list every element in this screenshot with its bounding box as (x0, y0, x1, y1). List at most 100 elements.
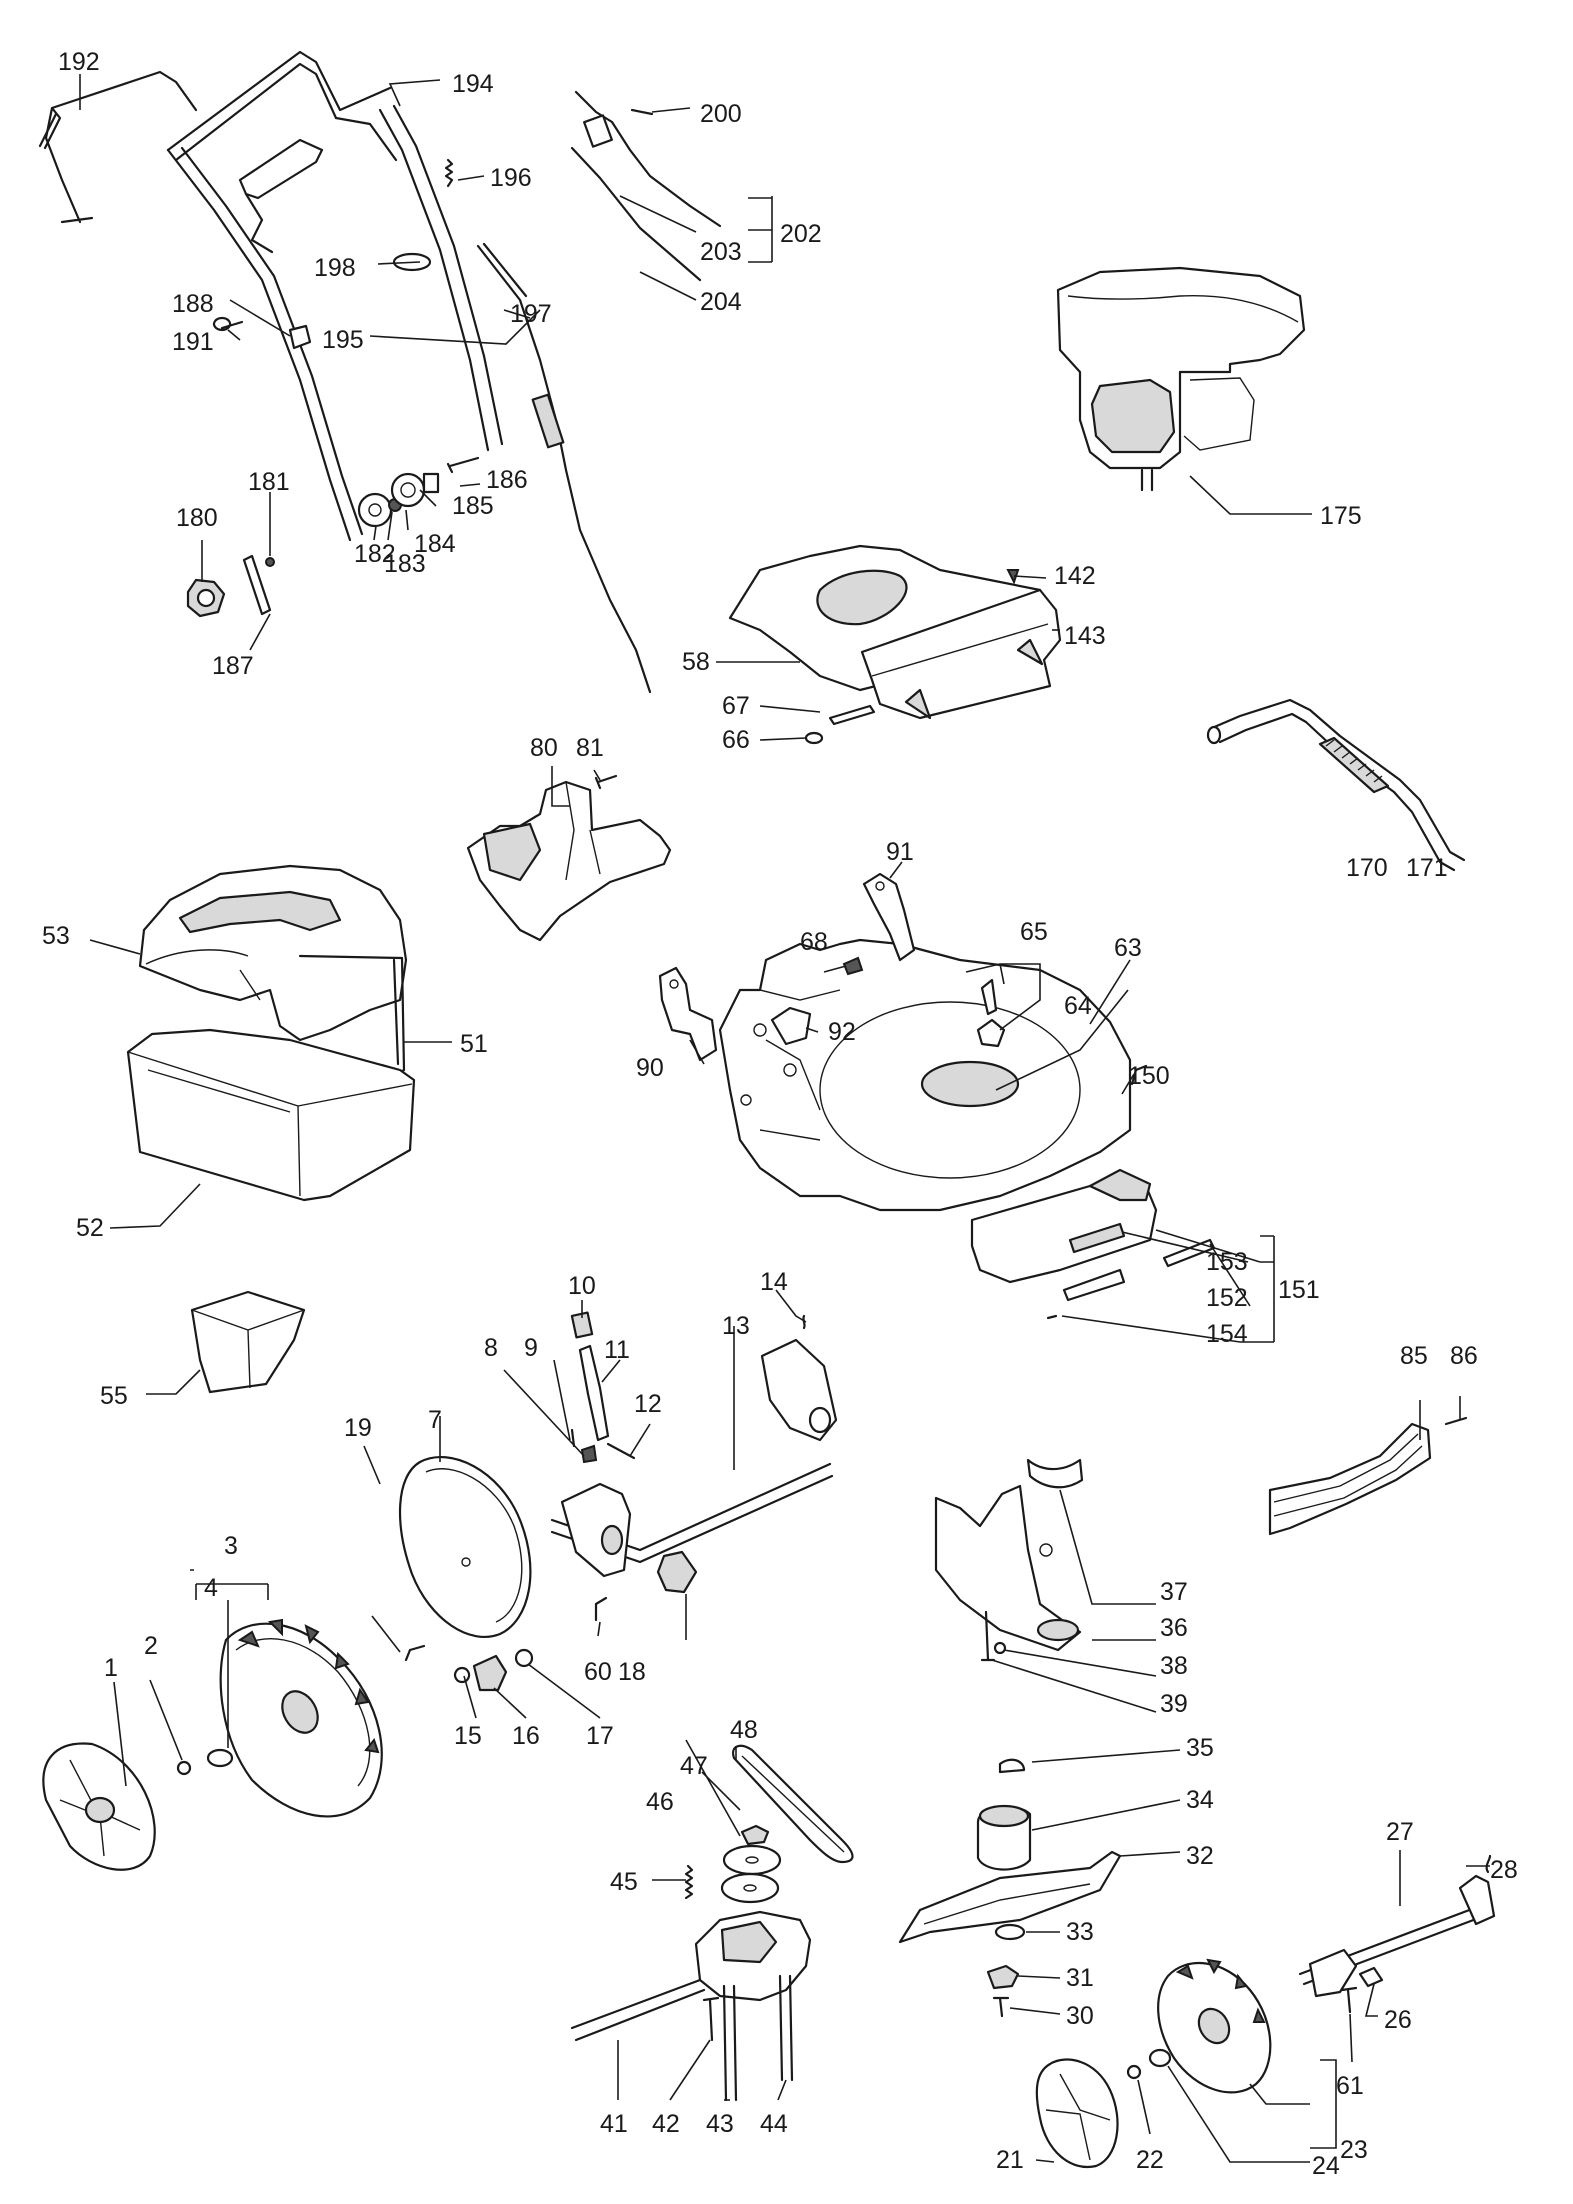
rear-flap-85 (1268, 1416, 1468, 1536)
spring-8 (580, 1444, 598, 1464)
callout-15: 15 (454, 1722, 482, 1750)
callout-170: 170 (1346, 854, 1388, 882)
spring-170 (1318, 736, 1390, 794)
callout-38: 38 (1160, 1652, 1188, 1680)
callout-91: 91 (886, 838, 914, 866)
callout-195: 195 (322, 326, 364, 354)
drive-cable-197 (476, 242, 652, 694)
callout-68: 68 (800, 928, 828, 956)
spring-68 (842, 956, 864, 976)
pad-10 (570, 1311, 594, 1339)
callout-185: 185 (452, 492, 494, 520)
callout-81: 81 (576, 734, 604, 762)
screw-19 (404, 1644, 426, 1662)
pin-9 (570, 1428, 576, 1448)
callout-27: 27 (1386, 1818, 1414, 1846)
throttle-lever-203 (583, 114, 613, 148)
axle-bracket-right (1458, 1874, 1496, 1926)
rod-67 (828, 704, 876, 726)
callout-196: 196 (490, 164, 532, 192)
callout-60: 60 (584, 1658, 612, 1686)
callout-171: 171 (1406, 854, 1448, 882)
knob-18 (656, 1550, 698, 1594)
transmission-assembly (570, 1744, 854, 2102)
callout-197: 197 (510, 300, 552, 328)
callout-9: 9 (524, 1334, 538, 1362)
callout-55: 55 (100, 1382, 128, 1410)
mulch-plug-55 (190, 1290, 306, 1394)
callout-175: 175 (1320, 502, 1362, 530)
spring-196 (444, 158, 454, 188)
screw-86 (1444, 1416, 1468, 1426)
shaft-43 (722, 1984, 738, 2102)
drive-gear-ring-7 (398, 1456, 532, 1639)
bolt-65 (980, 978, 998, 1016)
bearing-17 (514, 1648, 534, 1668)
callout-58: 58 (682, 648, 710, 676)
callout-191: 191 (172, 328, 214, 356)
pinion-16 (472, 1654, 508, 1692)
callout-18: 18 (618, 1658, 646, 1686)
handle-grip-bar (238, 138, 324, 200)
callout-30: 30 (1066, 2002, 1094, 2030)
callout-150: 150 (1128, 1062, 1170, 1090)
ring-66 (804, 731, 824, 745)
pin-28 (1485, 1854, 1492, 1874)
callout-44: 44 (760, 2110, 788, 2138)
callout-51: 51 (460, 1030, 488, 1058)
handle-assembly (38, 50, 722, 694)
engine-175 (1056, 266, 1306, 492)
rear-handle-assembly (1206, 698, 1466, 872)
catcher-bag-52 (126, 1028, 416, 1202)
leader-lines (79, 74, 1490, 2163)
screw-60 (594, 1596, 608, 1622)
clip-26 (1358, 1966, 1384, 1988)
callout-186: 186 (486, 466, 528, 494)
nut-2 (176, 1760, 192, 1776)
callout-204: 204 (700, 288, 742, 316)
callout-66: 66 (722, 726, 750, 754)
callout-86: 86 (1450, 1342, 1478, 1370)
bolt-186 (446, 456, 480, 474)
callout-41: 41 (600, 2110, 628, 2138)
deflector-143 (860, 588, 1062, 720)
callout-203: 203 (700, 238, 742, 266)
callout-19: 19 (344, 1414, 372, 1442)
nut-22 (1126, 2064, 1142, 2080)
callout-14: 14 (760, 1268, 788, 1296)
pin-14 (802, 1314, 806, 1330)
key-35 (998, 1758, 1026, 1774)
nut-64 (976, 1018, 1006, 1048)
grass-catcher-assembly (126, 864, 416, 1202)
callout-4: 4 (204, 1574, 218, 1602)
adjuster-188 (288, 324, 312, 350)
bolt-191 (213, 316, 244, 332)
handle-right-tube (378, 104, 504, 452)
drive-axle-41 (570, 1978, 706, 2042)
callout-53: 53 (42, 922, 70, 950)
callout-187: 187 (212, 652, 254, 680)
rear-cover-assembly (728, 544, 1062, 745)
callout-183: 183 (384, 550, 426, 578)
callout-198: 198 (314, 254, 356, 282)
bracket-36 (934, 1484, 1082, 1652)
callout-3: 3 (224, 1532, 238, 1560)
callout-85: 85 (1400, 1342, 1428, 1370)
rear-wheel-assembly (42, 1456, 608, 1871)
callout-21: 21 (996, 2146, 1024, 2174)
rear-handle-171 (1210, 698, 1466, 872)
deck-height-lever-90 (658, 966, 718, 1062)
callout-34: 34 (1186, 1786, 1214, 1814)
callout-31: 31 (1066, 1964, 1094, 1992)
nut-31 (986, 1964, 1020, 1990)
bolt-61 (1340, 1986, 1358, 2014)
callout-143: 143 (1064, 622, 1106, 650)
callout-39: 39 (1160, 1690, 1188, 1718)
shield-37 (1026, 1458, 1084, 1489)
bracket-92 (770, 1006, 812, 1046)
callout-154: 154 (1206, 1320, 1248, 1348)
callout-92: 92 (828, 1018, 856, 1046)
callout-26: 26 (1384, 2006, 1412, 2034)
callout-16: 16 (512, 1722, 540, 1750)
